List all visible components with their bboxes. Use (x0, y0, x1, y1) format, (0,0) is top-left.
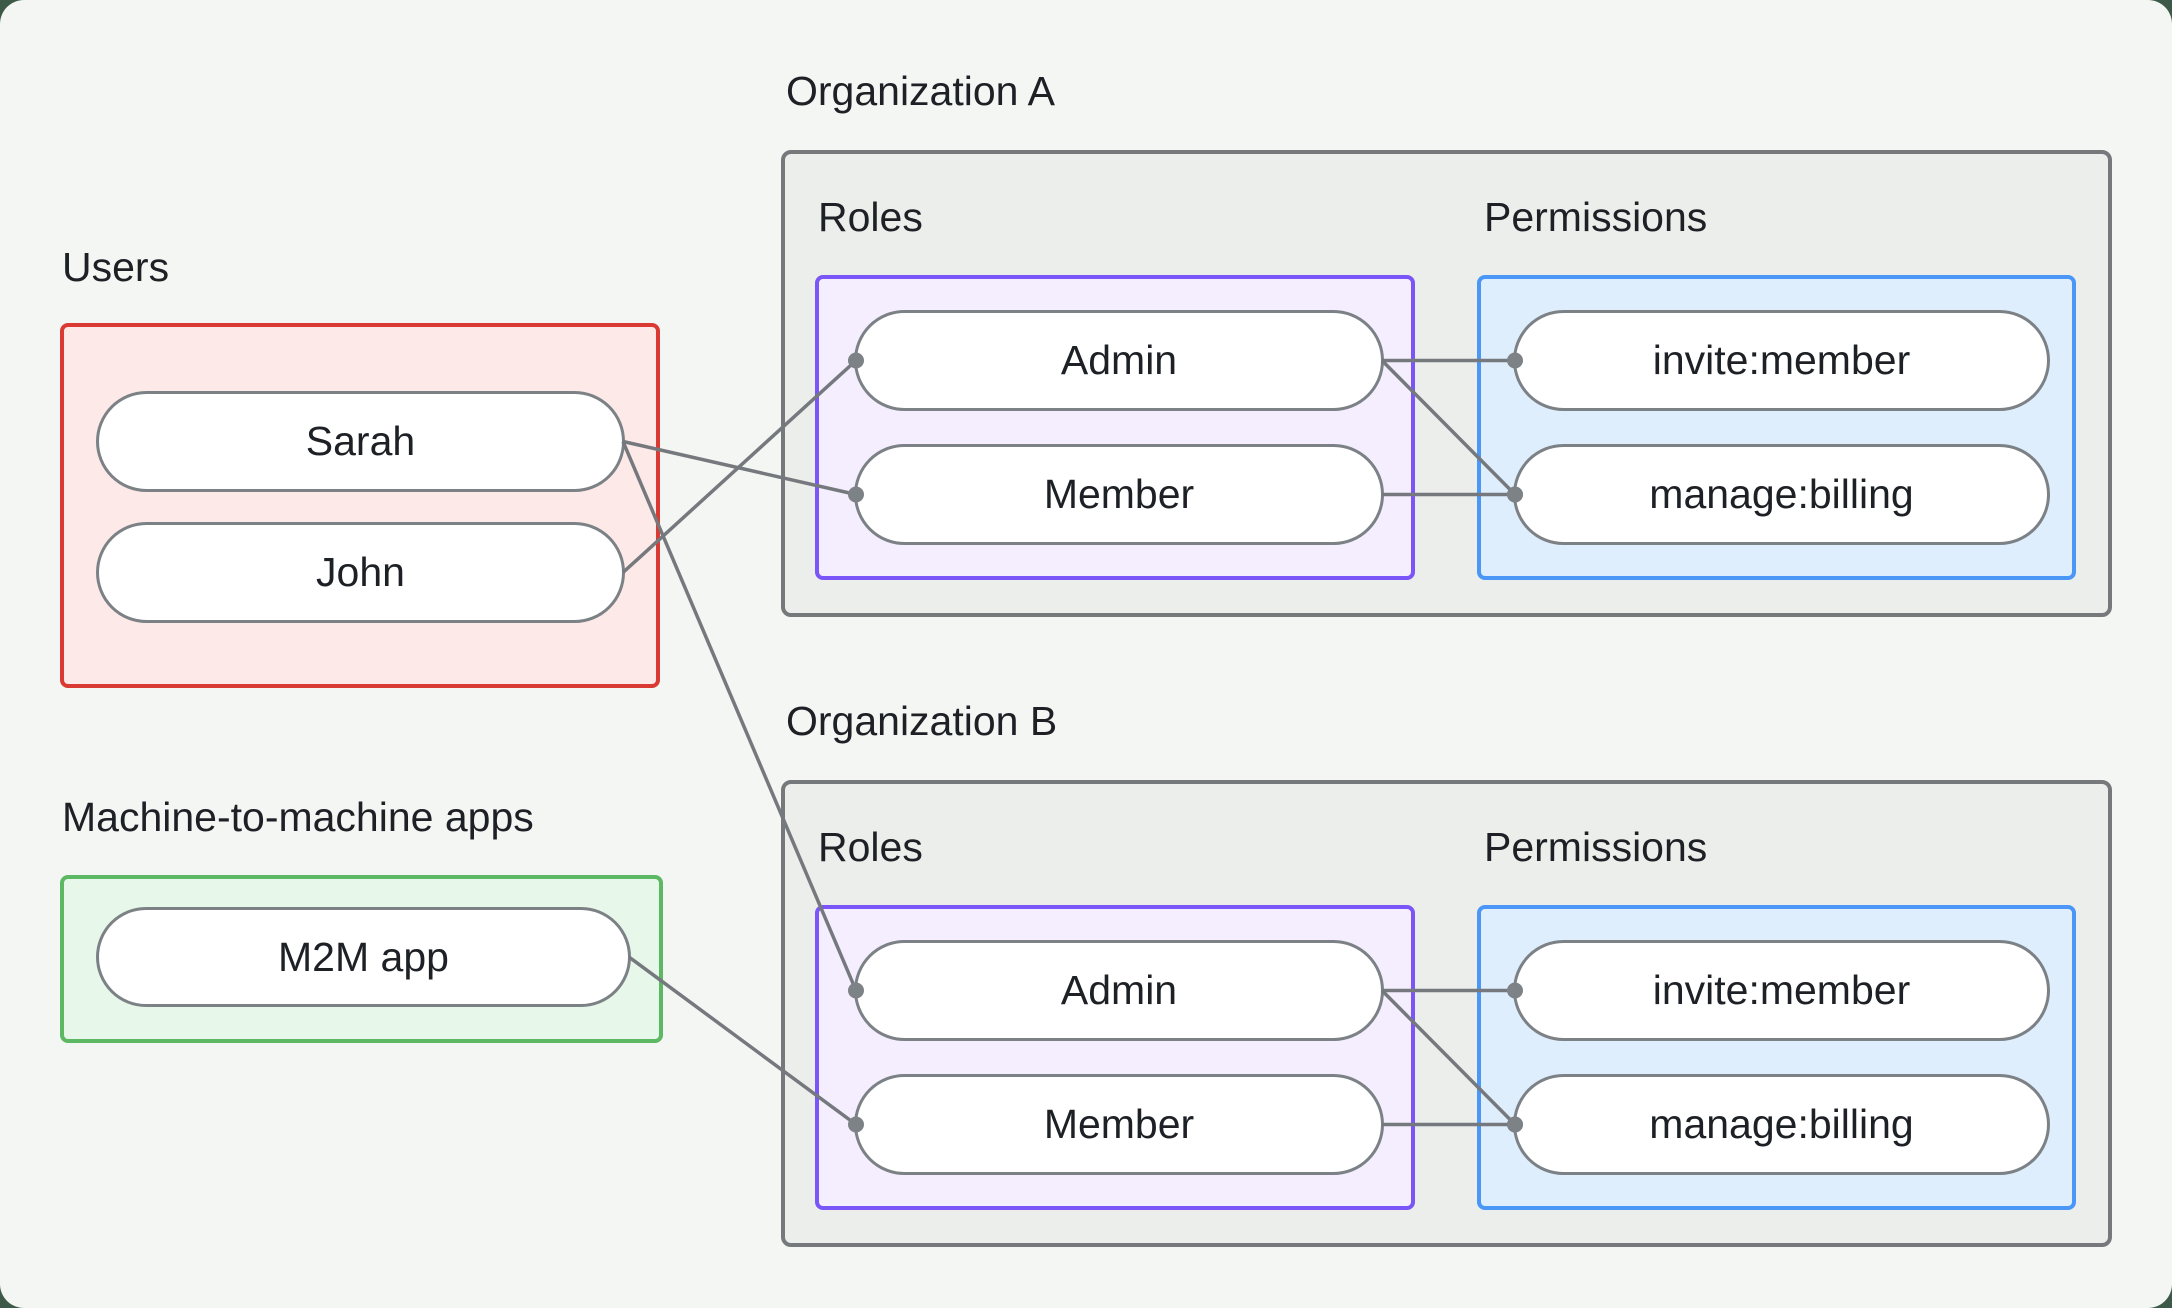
users-section-label: Users (62, 244, 170, 290)
user-node-sarah: Sarah (96, 391, 625, 492)
users-group-box (60, 323, 660, 688)
role-node-member-b: Member (854, 1074, 1384, 1175)
role-node-admin-a: Admin (854, 310, 1384, 411)
user-node-john: John (96, 522, 625, 623)
permission-node-manage-a: manage:billing (1513, 444, 2050, 545)
permission-node-invite-a: invite:member (1513, 310, 2050, 411)
m2m-app-node: M2M app (96, 907, 631, 1007)
org-b-label: Organization B (786, 698, 1058, 744)
permission-node-manage-b: manage:billing (1513, 1074, 2050, 1175)
role-node-member-a: Member (854, 444, 1384, 545)
role-node-admin-b: Admin (854, 940, 1384, 1041)
org-b-roles-label: Roles (818, 824, 923, 870)
permission-node-invite-b: invite:member (1513, 940, 2050, 1041)
org-b-permissions-label: Permissions (1484, 824, 1708, 870)
org-a-roles-label: Roles (818, 194, 923, 240)
m2m-section-label: Machine-to-machine apps (62, 794, 534, 840)
org-a-label: Organization A (786, 68, 1055, 114)
org-a-permissions-label: Permissions (1484, 194, 1708, 240)
